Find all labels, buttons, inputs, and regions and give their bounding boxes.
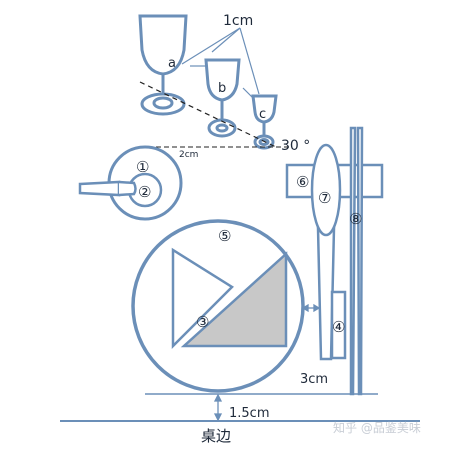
label-30-degree: 30 ° <box>281 138 310 154</box>
glass-a <box>138 14 188 116</box>
marker-6: ⑥ <box>296 173 309 191</box>
label-2cm: 2cm <box>179 150 198 160</box>
spacing-1.5cm-arrow <box>213 393 223 422</box>
label-glass-a: a <box>168 56 176 71</box>
marker-2: ② <box>138 183 151 201</box>
label-glass-b: b <box>218 81 226 96</box>
butter-knife <box>78 180 137 197</box>
alignment-dashed-line <box>139 81 279 149</box>
label-1.5cm: 1.5cm <box>229 406 270 421</box>
marker-1: ① <box>136 158 149 176</box>
label-1cm: 1cm <box>223 13 253 29</box>
spacing-3cm-arrow <box>301 303 321 313</box>
glass-c <box>251 94 278 150</box>
marker-8: ⑧ <box>349 210 362 228</box>
label-table-edge: 桌边 <box>201 427 231 445</box>
spoon <box>310 143 342 361</box>
spacing-1cm-indicator <box>181 27 260 99</box>
label-3cm: 3cm <box>300 372 328 387</box>
knife <box>330 290 347 360</box>
watermark: 知乎 @品鉴美味 <box>333 421 421 435</box>
marker-7: ⑦ <box>318 189 331 207</box>
label-glass-c: c <box>259 107 266 122</box>
marker-5: ⑤ <box>218 227 231 245</box>
glass-b <box>204 58 241 138</box>
folded-napkin <box>171 247 288 350</box>
marker-3: ③ <box>196 313 209 331</box>
marker-4: ④ <box>332 318 345 336</box>
dinner-plate <box>131 219 305 393</box>
